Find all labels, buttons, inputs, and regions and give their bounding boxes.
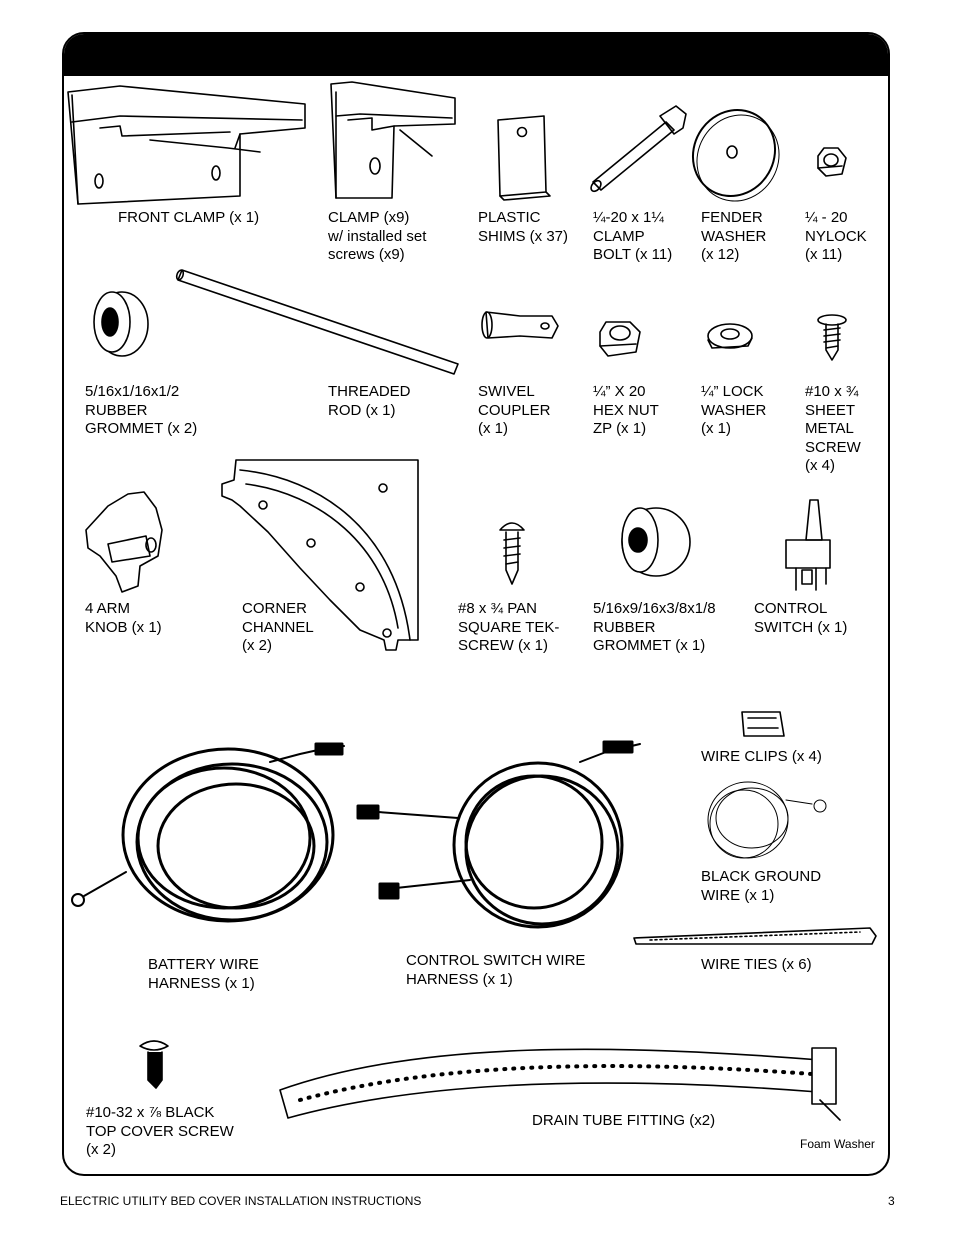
lock-washer-image <box>707 323 753 349</box>
drain-tube-label: DRAIN TUBE FITTING (x2) <box>532 1112 716 1129</box>
switch-harness-label: CONTROL SWITCH WIRE HARNESS (x 1) <box>406 952 586 988</box>
rubber-grommet-large-image <box>93 291 149 357</box>
battery-harness-label: BATTERY WIRE HARNESS (x 1) <box>148 956 259 992</box>
control-switch-image <box>785 499 831 591</box>
nylock-image <box>817 147 847 177</box>
ground-wire-label: BLACK GROUND WIRE (x 1) <box>701 868 822 904</box>
swivel-coupler-label: SWIVEL COUPLER (x 1) <box>478 383 551 438</box>
wire-clips-label: WIRE CLIPS (x 4) <box>701 748 822 765</box>
switch-harness-image <box>356 740 641 929</box>
wire-ties-label: WIRE TIES (x 6) <box>701 956 812 973</box>
parts-frame <box>62 32 890 1176</box>
wire-clip-image <box>741 711 785 737</box>
top-cover-screw-label: #10-32 x ⅞ BLACK TOP COVER SCREW (x 2) <box>86 1104 234 1159</box>
tek-screw-image <box>499 522 525 585</box>
battery-harness-image <box>71 742 345 923</box>
footer-title: ELECTRIC UTILITY BED COVER INSTALLATION … <box>60 1194 422 1208</box>
sheet-metal-screw-image <box>817 314 847 361</box>
threaded-rod-image <box>175 269 459 375</box>
hex-nut-label: ¼” X 20 HEX NUT ZP (x 1) <box>593 383 659 438</box>
corner-channel-label: CORNER CHANNEL (x 2) <box>242 600 314 655</box>
foam-washer-label: Foam Washer <box>800 1137 875 1151</box>
tek-screw-label: #8 x ¾ PAN SQUARE TEK- SCREW (x 1) <box>458 600 560 655</box>
rubber-grommet-small-label: 5/16x9/16x3/8x1/8 RUBBER GROMMET (x 1) <box>593 600 716 655</box>
nylock-label: ¼ - 20 NYLOCK (x 11) <box>805 209 867 264</box>
page-number: 3 <box>888 1194 895 1208</box>
control-switch-label: CONTROL SWITCH (x 1) <box>754 600 848 636</box>
arm-knob-label: 4 ARM KNOB (x 1) <box>85 600 162 636</box>
fender-washer-label: FENDER WASHER (x 12) <box>701 209 767 264</box>
swivel-coupler-image <box>481 311 559 339</box>
corner-channel-image <box>221 459 419 651</box>
clamp-bolt-label: ¼-20 x 1¼ CLAMP BOLT (x 11) <box>593 209 673 264</box>
threaded-rod-label: THREADED ROD (x 1) <box>328 383 411 419</box>
arm-knob-image <box>85 491 163 593</box>
plastic-shims-label: PLASTIC SHIMS (x 37) <box>478 209 569 245</box>
front-clamp-label: FRONT CLAMP (x 1) <box>118 209 260 226</box>
header-bar <box>64 34 888 76</box>
clamp-bolt-image <box>590 105 687 193</box>
clamp-image <box>330 81 456 199</box>
wire-tie-image <box>633 927 877 945</box>
fender-washer-image <box>691 108 780 202</box>
top-cover-screw-image <box>139 1040 169 1089</box>
rubber-grommet-large-label: 5/16x1/16x1/2 RUBBER GROMMET (x 2) <box>85 383 198 438</box>
sheet-metal-screw-label: #10 x ¾ SHEET METAL SCREW (x 4) <box>805 383 861 475</box>
lock-washer-label: ¼” LOCK WASHER (x 1) <box>701 383 767 438</box>
front-clamp-image <box>67 85 306 205</box>
drain-tube-image <box>279 1047 841 1121</box>
plastic-shim-image <box>497 115 551 201</box>
rubber-grommet-small-image <box>621 507 691 577</box>
ground-wire-image <box>707 781 827 859</box>
hex-nut-image <box>599 321 641 357</box>
clamp-label: CLAMP (x9) w/ installed set screws (x9) <box>328 209 427 264</box>
